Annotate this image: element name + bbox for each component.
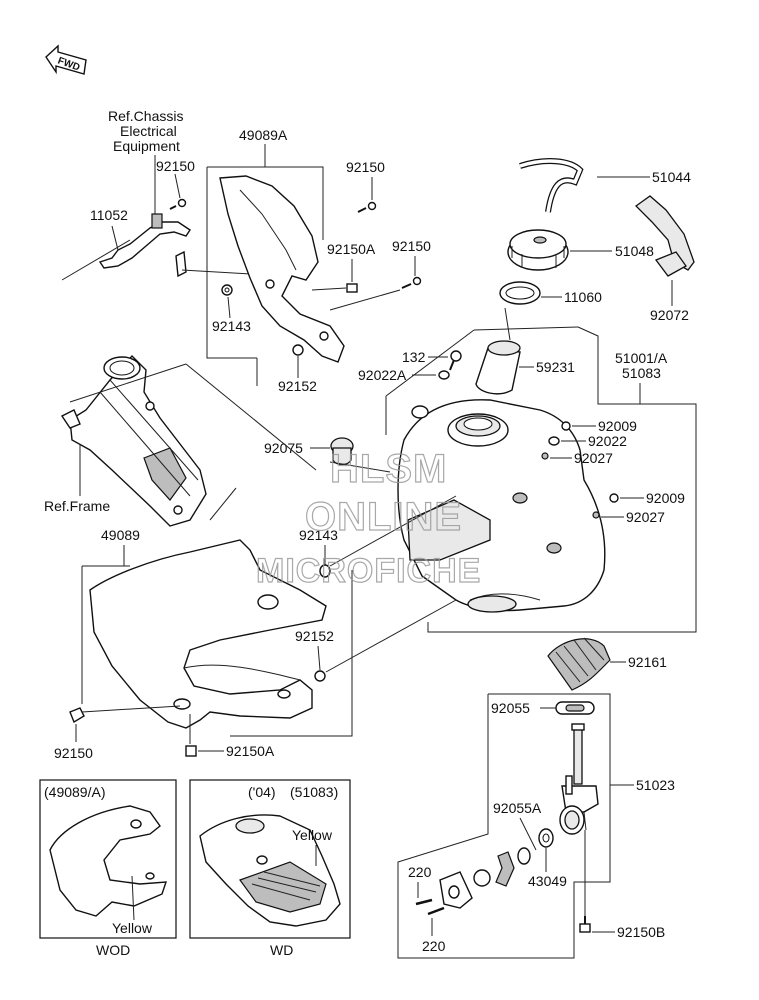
bolt-icon <box>346 283 358 293</box>
callout-92150-upper-mid: 92150 <box>346 159 385 175</box>
callout-92152-lower: 92152 <box>295 628 334 644</box>
bolt-icon <box>357 201 377 213</box>
bolt-icon <box>185 745 197 757</box>
watermark: HLSM ONLINE MICROFICHE <box>255 446 481 590</box>
inset-wd-year: ('04) <box>248 784 276 800</box>
callout-92143-lower: 92143 <box>299 527 338 543</box>
fuel-cap-51048 <box>507 229 569 271</box>
callout-92143-upper: 92143 <box>212 318 251 334</box>
screw-icon <box>427 906 445 916</box>
filler-neck-59231 <box>475 340 521 395</box>
rubber-strap-92072 <box>634 195 695 277</box>
callout-49089: 49089 <box>101 527 140 543</box>
ref-chassis-line3: Equipment <box>113 138 180 154</box>
bolt-icon <box>169 198 187 210</box>
screw-icon <box>415 898 433 906</box>
callout-92055: 92055 <box>491 700 530 716</box>
callout-11052: 11052 <box>90 207 128 223</box>
frame-reference <box>60 354 207 527</box>
callout-51023: 51023 <box>636 777 675 793</box>
ref-frame-label: Ref.Frame <box>44 498 110 514</box>
callout-49089A: 49089A <box>239 127 288 143</box>
callout-132: 132 <box>402 349 426 365</box>
callout-92075: 92075 <box>264 440 303 456</box>
screen-92055 <box>555 701 595 715</box>
callout-11060: 11060 <box>564 289 602 305</box>
callout-92072: 92072 <box>650 307 689 323</box>
watermark-line1: HLSM <box>330 447 447 491</box>
inset-wd-part: (51083) <box>290 784 338 800</box>
watermark-line2: ONLINE <box>305 495 462 539</box>
shroud-wod <box>49 805 167 917</box>
callout-92150A-upper: 92150A <box>327 241 376 257</box>
plate-220 <box>439 871 473 909</box>
callout-92009-lower: 92009 <box>646 490 685 506</box>
inset-wd-color: Yellow <box>292 827 333 843</box>
inset-wod-footer: WOD <box>96 942 130 958</box>
callout-220-lower: 220 <box>422 938 446 954</box>
callout-92150-upper-left: 92150 <box>156 158 195 174</box>
callout-51083: 51083 <box>622 365 661 381</box>
ref-chassis-line1: Ref.Chassis <box>108 108 183 124</box>
callout-92009-upper: 92009 <box>598 418 637 434</box>
bolt-icon <box>401 276 422 289</box>
callout-92022A: 92022A <box>358 367 407 383</box>
bolt-icon <box>69 707 85 724</box>
callout-51044: 51044 <box>652 169 691 185</box>
bolt-icon <box>449 350 462 371</box>
gasket-11060 <box>499 281 541 305</box>
callout-92055A: 92055A <box>493 800 542 816</box>
callout-92150B: 92150B <box>617 924 665 940</box>
rubber-pad-92161 <box>547 637 611 691</box>
callout-92027-upper: 92027 <box>574 450 613 466</box>
callout-92027-lower: 92027 <box>626 509 665 525</box>
shroud-upper-49089A <box>219 175 345 363</box>
inset-wd-footer: WD <box>270 942 293 958</box>
callout-220-upper: 220 <box>408 864 432 880</box>
callout-43049: 43049 <box>528 873 567 889</box>
bolt-icon <box>579 916 591 933</box>
ref-chassis-line2: Electrical <box>120 123 177 139</box>
callout-92152-upper: 92152 <box>278 378 317 394</box>
fuel-tank-wd <box>199 814 341 927</box>
callout-92150A-lower: 92150A <box>226 743 275 759</box>
callout-59231: 59231 <box>536 359 575 375</box>
bracket-11052 <box>98 213 191 278</box>
fuel-tank-51001 <box>397 399 606 613</box>
callout-51048: 51048 <box>615 243 654 259</box>
damper-92075 <box>330 437 354 466</box>
fwd-arrow-icon: FWD <box>45 44 87 75</box>
callout-51001A: 51001/A <box>615 350 668 366</box>
callout-92150-lower-left: 92150 <box>54 745 93 761</box>
inset-wod-header: (49089/A) <box>44 784 105 800</box>
inset-wod-color: Yellow <box>112 920 153 936</box>
watermark-line3: MICROFICHE <box>256 552 481 590</box>
breather-hose-51044 <box>519 158 584 213</box>
callout-92161: 92161 <box>628 654 667 670</box>
inset-wod-frame <box>39 779 177 939</box>
callout-92150-mid: 92150 <box>392 238 431 254</box>
callout-92022: 92022 <box>588 433 627 449</box>
lever-43049 <box>473 851 515 887</box>
fuel-cock-51023 <box>559 723 599 835</box>
